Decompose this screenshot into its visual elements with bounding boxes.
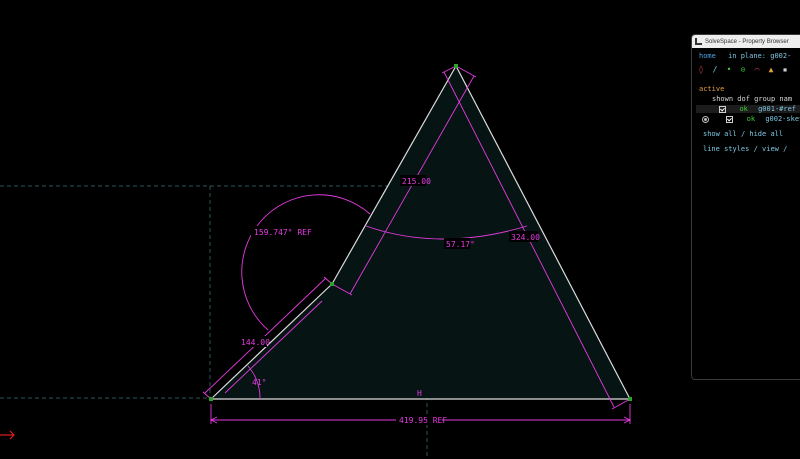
angle-ref-label: 159.747° REF [254,228,312,237]
point-middle [330,282,334,286]
dof-status: ok [739,105,748,113]
base-ref-label: 419.95 REF [399,416,447,425]
constraint-icon[interactable]: ⊙ [740,65,746,74]
group-name[interactable]: g002-sket [765,115,800,123]
dof-status: ok [746,115,756,123]
active-label: active [699,85,725,93]
top-length-label: 215.00 [402,177,431,186]
line-styles-link[interactable]: line styles [703,145,750,153]
sketch-region [211,66,630,399]
separator: / [740,130,746,138]
horizontal-constraint-label: H [417,389,422,398]
edge-left-upper [331,65,457,285]
sketch-edges[interactable] [210,65,631,400]
home-link[interactable]: home [699,52,716,60]
in-plane-value[interactable]: g002- [770,52,792,60]
workplane-icon[interactable]: ⌒ [754,65,760,74]
active-group-radio[interactable] [702,115,709,123]
group-row[interactable]: ok g002-sket [702,115,800,123]
left-length-label: 144.00 [241,338,270,347]
mesh-icon[interactable]: ▲ [768,65,774,74]
edge-right [455,65,631,400]
group-name[interactable]: g001-#ref [758,105,797,113]
shaded-icon[interactable]: ◊ [698,65,704,74]
point-icon[interactable]: • [726,65,732,74]
shown-checkbox[interactable] [719,105,727,113]
hide-all-link[interactable]: hide all [749,130,784,138]
view-link[interactable]: view / [762,145,788,153]
point-apex [454,64,458,68]
sketch-points[interactable] [209,64,632,401]
edge-left-lower [210,283,333,400]
point-bottom-right [628,397,632,401]
show-all-link[interactable]: show all [703,130,737,138]
shown-checkbox[interactable] [726,115,734,123]
group-row[interactable]: ok g001-#ref [696,105,800,113]
group-column-headers: shown dof group nam [712,95,793,103]
window-title: SolveSpace - Property Browser [705,38,789,45]
axis-arrow-icon [0,430,15,440]
property-browser-titlebar[interactable]: SolveSpace - Property Browser [692,35,800,48]
in-plane-label: in plane: [728,52,767,60]
browser-toolbar: ◊ / • ⊙ ⌒ ▲ ▪ [692,63,800,77]
app-icon [695,38,702,45]
property-browser-window[interactable]: SolveSpace - Property Browser home in pl… [691,34,800,380]
right-length-label: 324.00 [511,233,540,242]
dimension-labels[interactable]: 159.747° REF 215.00 324.00 57.17° 144.00… [239,175,540,425]
separator: / [753,145,758,153]
bottom-angle-label: 41° [252,378,266,387]
mid-angle-label: 57.17° [446,240,475,249]
line-icon[interactable]: / [712,65,718,74]
extra-icon[interactable]: ▪ [782,65,788,74]
point-bottom-left [209,397,213,401]
